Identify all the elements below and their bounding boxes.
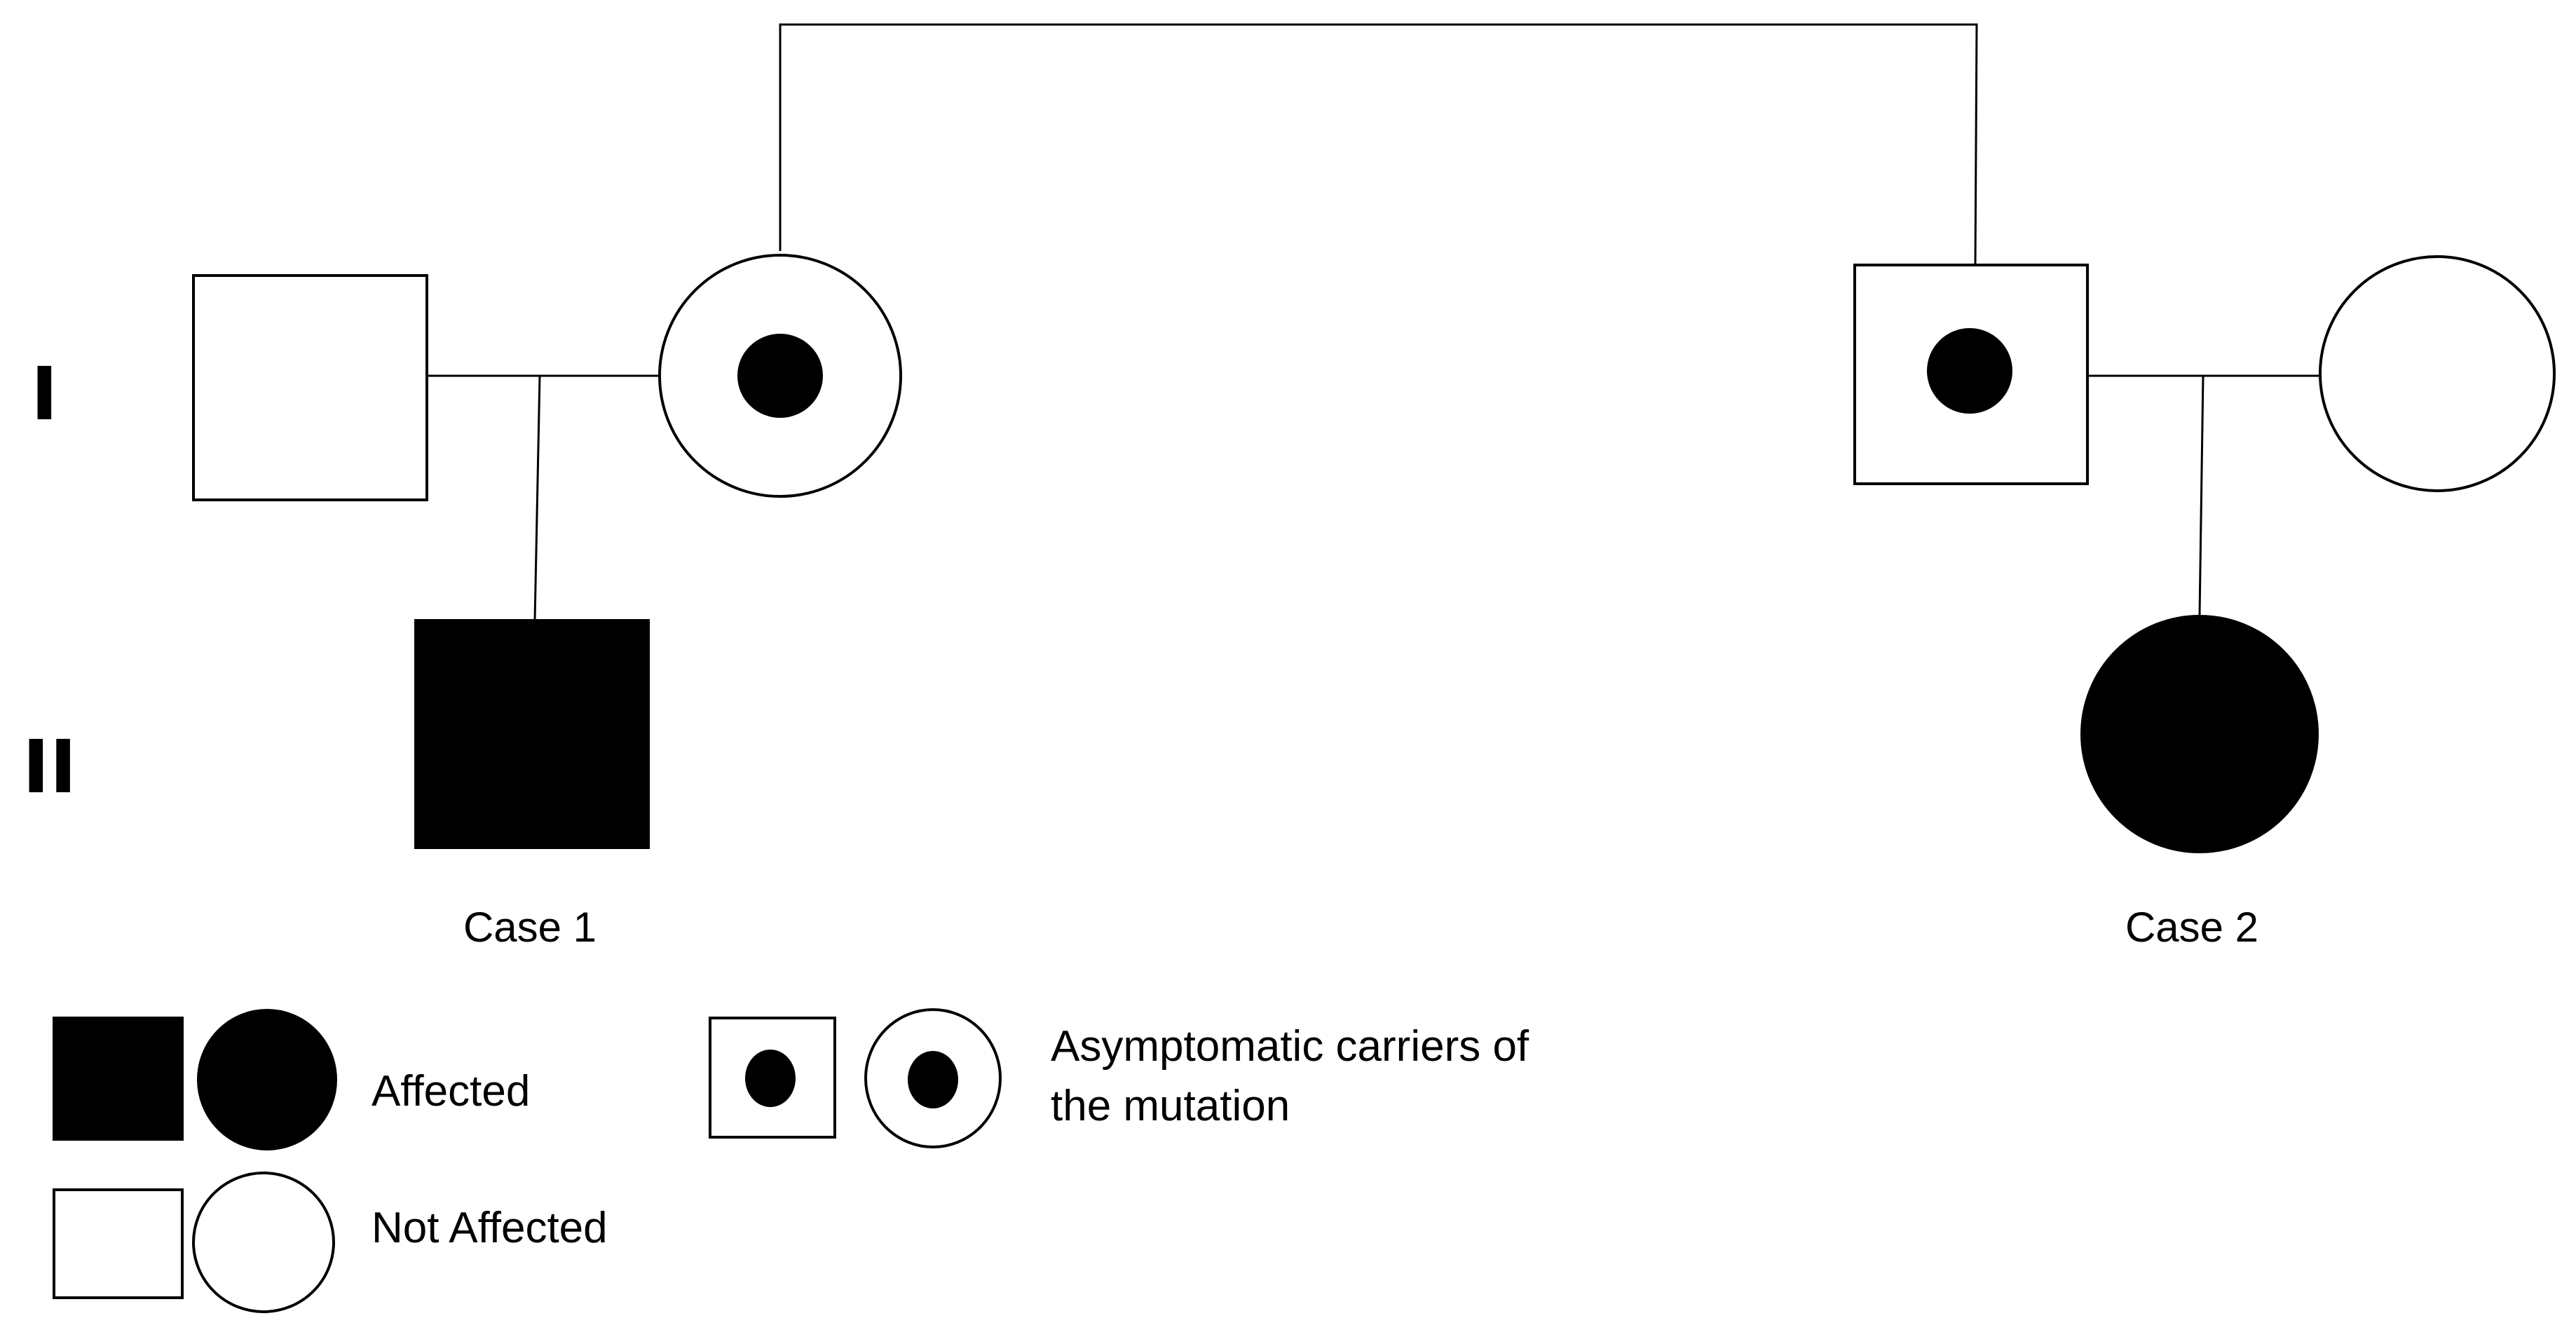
generation-label-I: I — [31, 351, 58, 437]
individual-II-2-female-affected — [2080, 615, 2319, 853]
case-2-label: Case 2 — [2125, 904, 2258, 951]
sibship-line — [779, 23, 1978, 266]
legend-carrier-male-symbol — [709, 1017, 836, 1139]
generation-label-II: II — [22, 724, 76, 810]
individual-I-1-male-not-affected — [192, 274, 428, 501]
legend-carrier-label-line-1: Asymptomatic carriers of — [1051, 1022, 1529, 1071]
case-1-label: Case 1 — [463, 904, 597, 951]
legend-not-affected-female-symbol — [192, 1172, 335, 1313]
individual-I-2-female-carrier — [658, 254, 902, 498]
legend: Affected Not Affected Asymptomatic carri… — [53, 1008, 1541, 1313]
carrier-dot — [1927, 328, 2012, 414]
carrier-dot — [908, 1051, 958, 1108]
legend-carrier-label: Asymptomatic carriers of the mutation — [1051, 1022, 1541, 1130]
individual-II-1-male-affected — [414, 619, 650, 849]
descent-line-right — [2198, 375, 2204, 616]
legend-affected-male-symbol — [53, 1017, 184, 1141]
legend-not-affected-label: Not Affected — [372, 1204, 608, 1252]
legend-carrier-label-line-2: the mutation — [1051, 1082, 1290, 1130]
descent-line-left — [533, 375, 541, 621]
individual-I-3-male-carrier — [1853, 264, 2089, 485]
legend-affected-female-symbol — [197, 1009, 337, 1151]
legend-affected-label: Affected — [372, 1067, 530, 1115]
legend-not-affected-male-symbol — [53, 1188, 184, 1299]
carrier-dot — [737, 334, 823, 418]
legend-carrier-female-symbol — [864, 1008, 1002, 1148]
individual-I-4-female-not-affected — [2319, 255, 2556, 492]
carrier-dot — [745, 1050, 796, 1107]
